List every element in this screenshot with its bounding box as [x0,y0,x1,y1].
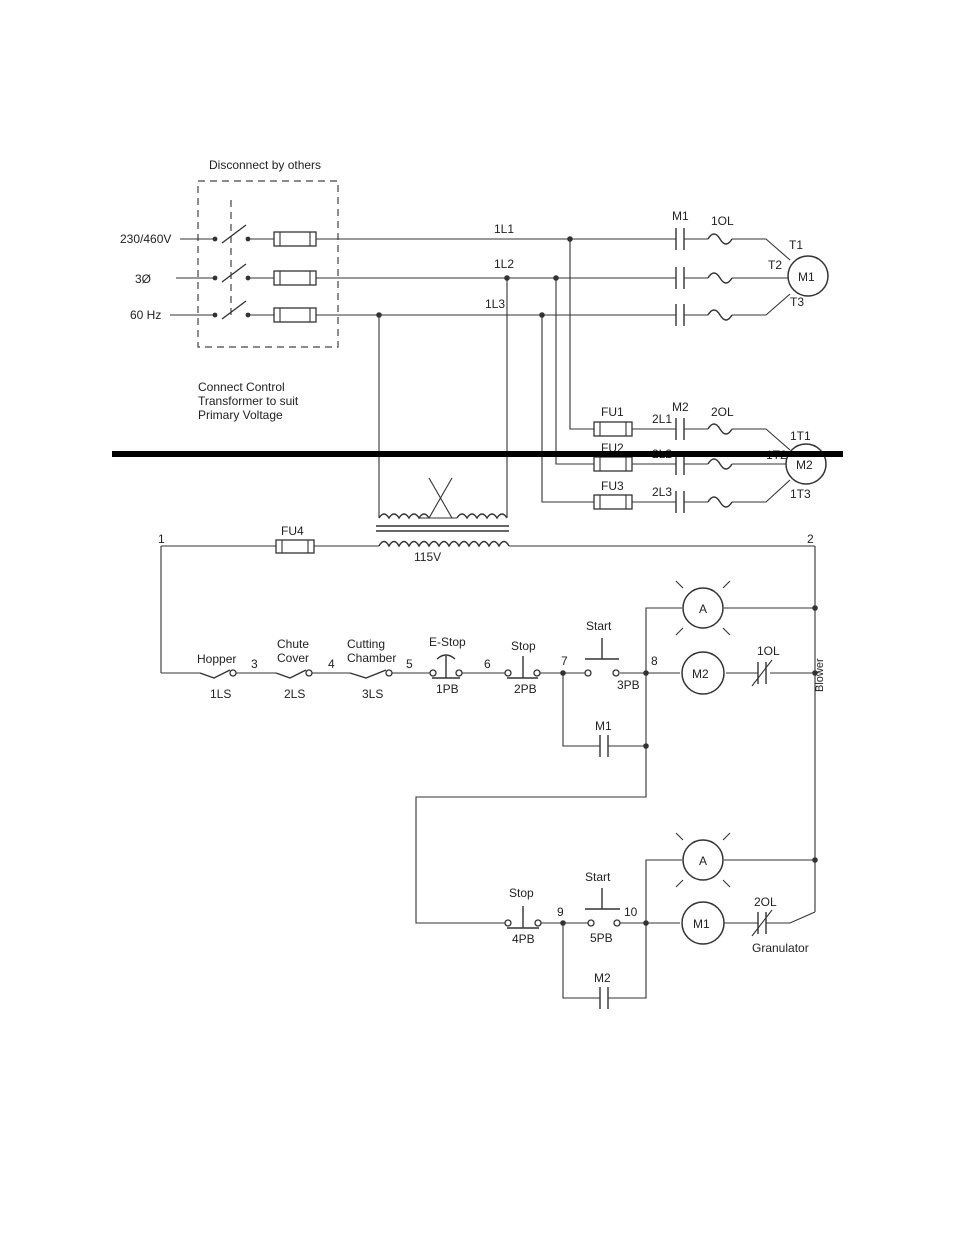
m2-seal-in [562,923,647,1009]
power-lines [316,238,676,316]
line-1l2: 1L2 [494,257,514,271]
m1-contact-label: M1 [672,209,689,223]
start2-label: Start [585,870,611,884]
control-transformer [376,477,510,548]
stop1-label: Stop [511,639,536,653]
start-3pb [584,638,620,677]
pb3-label: 3PB [617,678,640,692]
m1-power-contacts [675,228,708,326]
pilot-lamp-2 [645,832,818,923]
note-line-2: Transformer to suit [198,394,299,408]
coil-m2 [681,651,725,695]
chute-label-1: Chute [277,637,309,651]
wire-7: 7 [561,654,568,668]
divider-bar [112,451,843,457]
pb4-label: 4PB [512,932,535,946]
supply-frequency: 60 Hz [130,308,161,322]
coil-m2-label: M2 [692,667,709,681]
wire-1: 1 [158,532,165,546]
wire-5: 5 [406,657,413,671]
coil-m1-label: M1 [693,917,710,931]
ol1-heaters [707,233,791,321]
limit-switch-3ls [349,669,393,679]
line-1l3: 1L3 [485,297,505,311]
hopper-label: Hopper [197,652,236,666]
stop-2pb [504,656,541,679]
motor-m2-label: M2 [796,458,813,472]
line-1l1: 1L1 [494,222,514,236]
m1-seal-in [415,673,649,924]
chute-label-2: Cover [277,651,309,665]
start1-label: Start [586,619,612,633]
fu1-label: FU1 [601,405,624,419]
m1-seal-label: M1 [595,719,612,733]
cutting-label-1: Cutting [347,637,385,651]
estop-label: E-Stop [429,635,466,649]
junction-blower [812,670,818,676]
ol2-label: 2OL [711,405,734,419]
wire-10: 10 [624,905,638,919]
m2-t1: 1T1 [790,429,811,443]
wire-8: 8 [651,654,658,668]
wire-3: 3 [251,657,258,671]
m2-t3: 1T3 [790,487,811,501]
ls2-label: 2LS [284,687,305,701]
lamp1-label: A [699,602,707,616]
ol2-heaters [707,423,791,508]
l2-3-label: 2L3 [652,485,672,499]
limit-switch-1ls [199,669,237,679]
estop-1pb [429,654,463,679]
pb2-label: 2PB [514,682,537,696]
fu4-label: FU4 [281,524,304,538]
secondary-voltage: 115V [414,550,441,564]
start-5pb [585,888,621,927]
l2-1-label: 2L1 [652,412,672,426]
disconnect-enclosure [197,180,339,348]
stop-4pb [504,906,542,929]
m1-t1: T1 [789,238,803,252]
note-line-3: Primary Voltage [198,408,283,422]
pilot-lamp-1 [645,580,818,673]
power-taps [376,236,594,518]
stop2-label: Stop [509,886,534,900]
fu3-label: FU3 [601,479,624,493]
supply-voltage: 230/460V [120,232,171,246]
motor-m1-label: M1 [798,270,815,284]
ol2-contact [751,909,816,937]
pb5-label: 5PB [590,931,613,945]
granulator-label: Granulator [752,941,809,955]
blower-label: Blower [814,658,826,692]
disconnect-title: Disconnect by others [209,158,321,172]
m2-contact-label: M2 [672,400,689,414]
supply-leads [170,224,274,320]
lamp2-label: A [699,854,707,868]
limit-switch-2ls [275,669,313,679]
main-fuses [273,231,317,323]
wire-6: 6 [484,657,491,671]
ol1-label: 1OL [711,214,734,228]
m2-fuses [593,421,676,510]
pb1-label: 1PB [436,682,459,696]
wire-9: 9 [557,905,564,919]
ls3-label: 3LS [362,687,383,701]
note-line-1: Connect Control [198,380,285,394]
cutting-label-2: Chamber [347,651,396,665]
ol1-contact [751,659,773,687]
wire-2: 2 [807,532,814,546]
motor-m1 [787,255,829,297]
m2-power-contacts [675,418,708,513]
m1-t2: T2 [768,258,782,272]
ol2c-label: 2OL [754,895,777,909]
m2-seal-label: M2 [594,971,611,985]
ls1-label: 1LS [210,687,231,701]
m1-t3: T3 [790,295,804,309]
ol1c-label: 1OL [757,644,780,658]
supply-phase: 3Ø [135,272,151,286]
wire-4: 4 [328,657,335,671]
